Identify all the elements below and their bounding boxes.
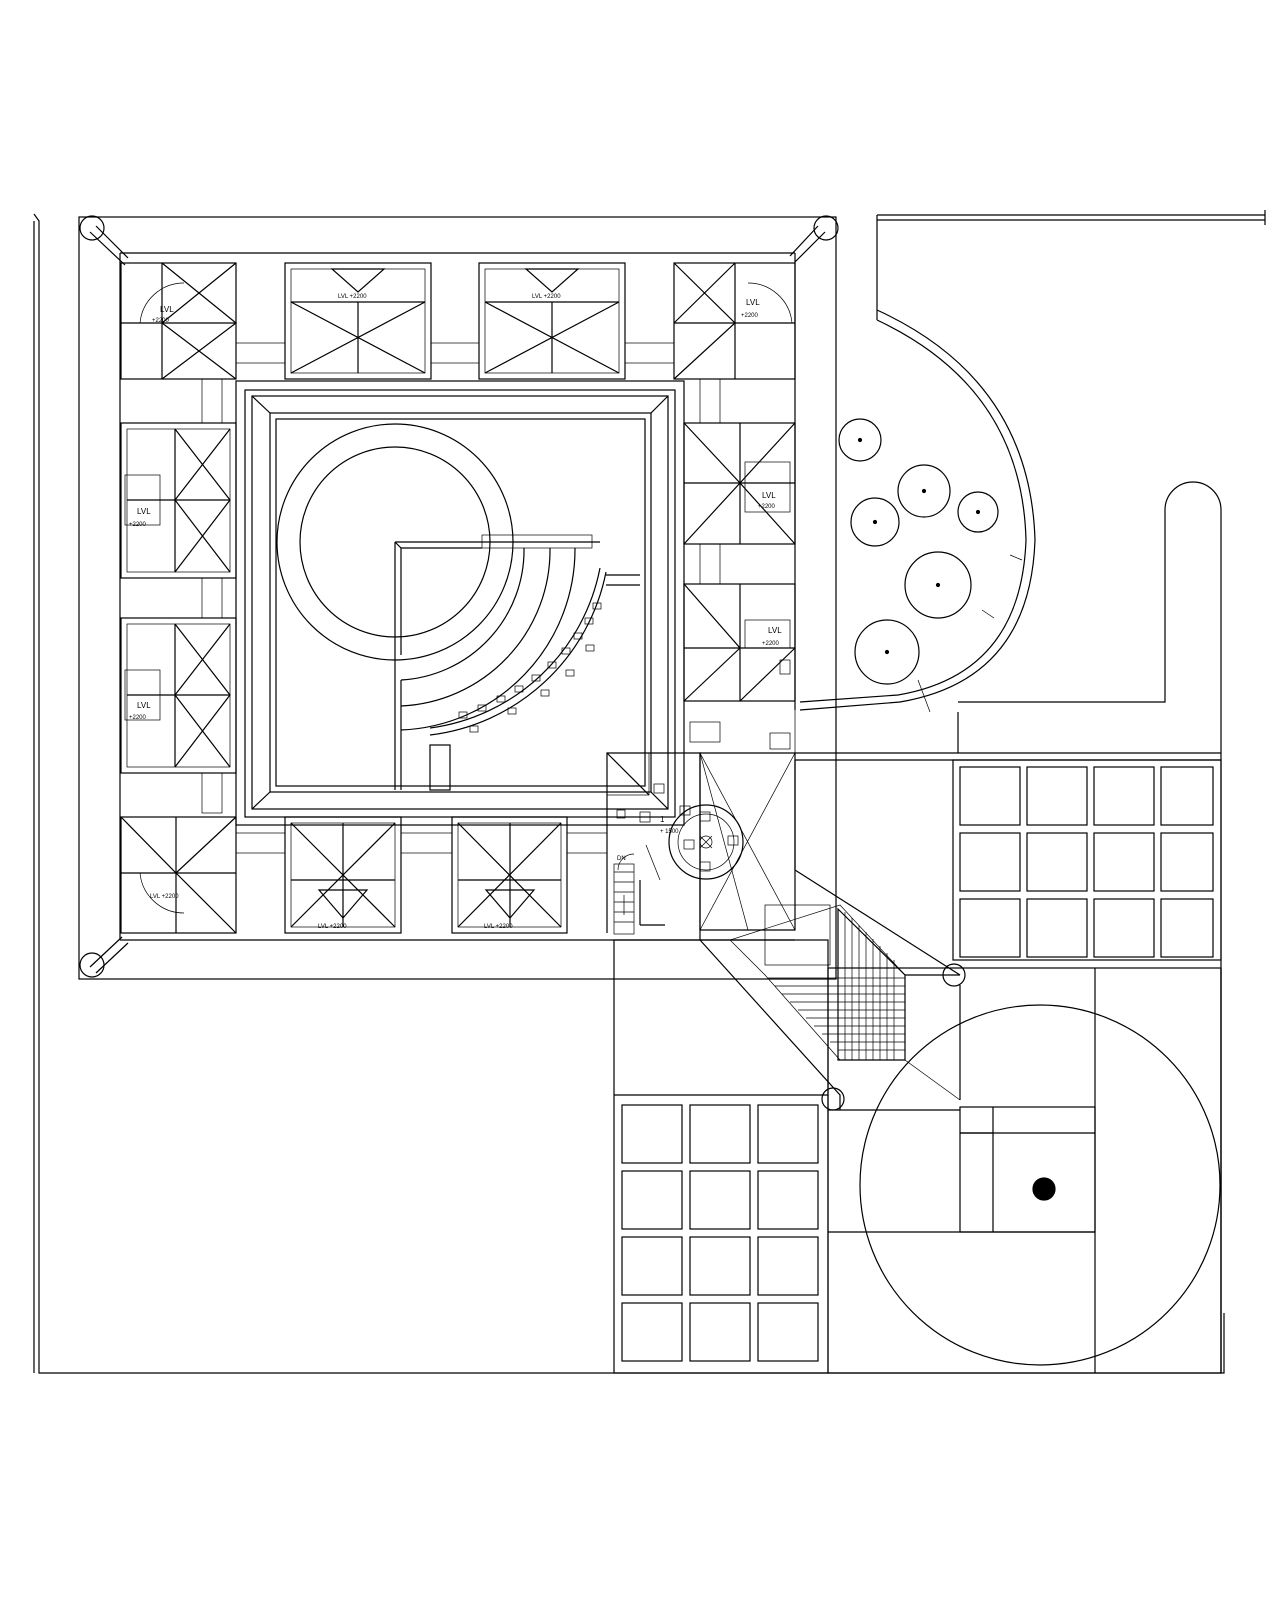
central-courtyard: [251, 395, 669, 810]
level-label: LVL +2200: [532, 294, 561, 300]
east-garden: [799, 309, 1036, 713]
south-wing-rooms: [120, 816, 608, 934]
corridor-ring: [235, 380, 685, 826]
level-label: LVL: [746, 298, 760, 307]
entry-ramp: [699, 752, 961, 1110]
garden-trees: [838, 418, 999, 685]
level-label: LVL +2200: [484, 924, 513, 930]
level-label: LVL +2200: [318, 924, 347, 930]
entry-mark: 1: [660, 815, 665, 824]
paving-grid-south: [613, 939, 829, 1374]
lobby-annotations: 1 + 1500 DN: [617, 815, 679, 862]
level-label: LVL +2200: [338, 294, 367, 300]
level-label: +2200: [129, 522, 147, 528]
level-label: LVL: [768, 626, 782, 635]
amphitheatre: [394, 534, 640, 791]
level-label: +2200: [741, 313, 759, 319]
level-label: +2200: [129, 715, 147, 721]
amphitheatre-seating: [458, 602, 602, 733]
level-label: LVL: [762, 491, 776, 500]
west-wing-rooms: [120, 378, 237, 814]
level-label: LVL +2200: [150, 894, 179, 900]
stair-label: DN: [617, 856, 626, 862]
corner-columns: [79, 215, 966, 1111]
level-labels: LVL +2200 LVL +2200 LVL +2200 LVL +2200 …: [129, 294, 782, 930]
level-label: +2200: [758, 504, 776, 510]
east-wing-rooms: [683, 378, 796, 754]
level-label: LVL: [137, 507, 151, 516]
level-label: LVL: [160, 305, 174, 314]
paving-grid-east: [952, 759, 1222, 961]
level-label: +2200: [152, 318, 170, 324]
level-label: LVL: [137, 701, 151, 710]
north-wing-rooms: [120, 262, 796, 380]
level-label: +2200: [762, 641, 780, 647]
entry-level: + 1500: [660, 829, 679, 835]
